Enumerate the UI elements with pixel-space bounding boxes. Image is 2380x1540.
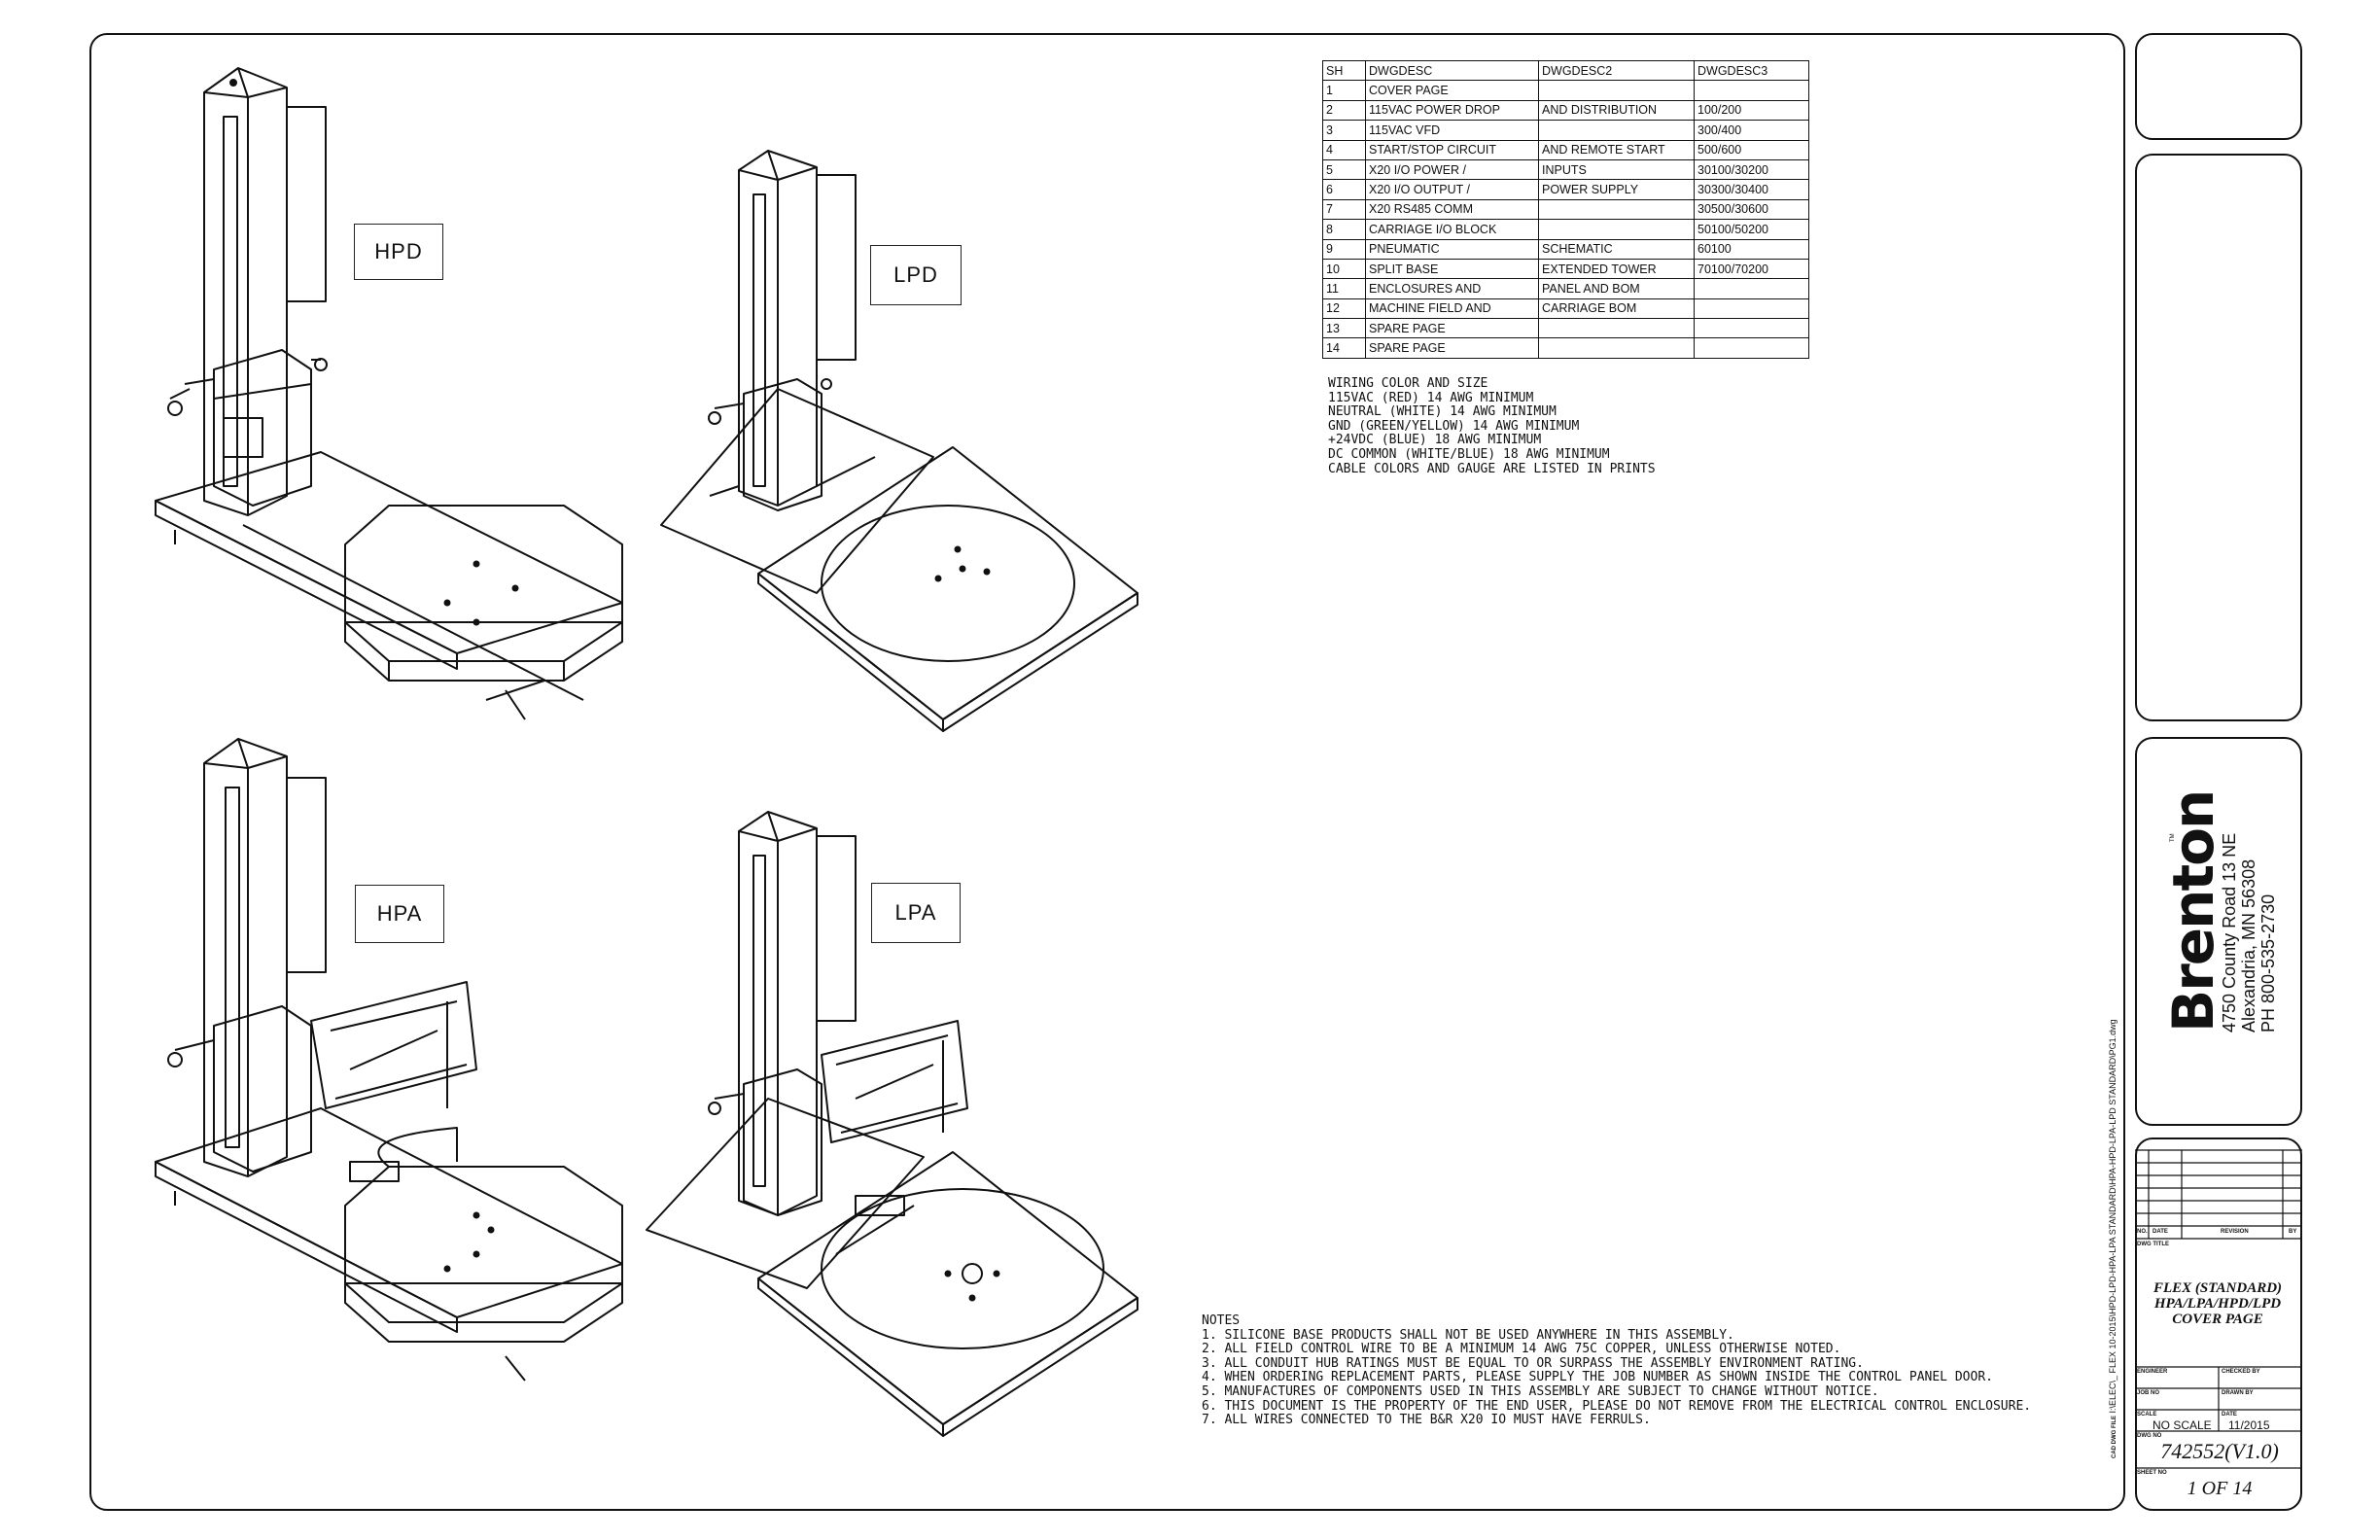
table-cell: X20 I/O POWER / [1365,158,1539,181]
table-cell: 300/400 [1694,120,1809,141]
revision-box [2135,1138,2302,1511]
job-no-label: JOB NO [2137,1390,2160,1396]
hpd-label: HPD [354,224,443,280]
title-block-blank-box [2135,154,2302,721]
drawing-title: FLEX (STANDARD) HPA/LPA/HPD/LPD COVER PA… [2135,1280,2300,1327]
col-header: DWGDESC [1365,59,1539,82]
table-cell: 115VAC VFD [1365,120,1539,141]
table-cell: X20 RS485 COMM [1365,198,1539,221]
title-line: COVER PAGE [2172,1312,2263,1327]
rev-date-header: DATE [2152,1229,2168,1235]
col-header: DWGDESC3 [1694,59,1809,82]
table-cell: SPARE PAGE [1365,337,1539,359]
drawn-by-label: DRAWN BY [2222,1390,2254,1396]
table-header-row: SH DWGDESC DWGDESC2 DWGDESC3 [1322,59,1809,82]
drawing-number: 742552(V1.0) [2160,1439,2279,1463]
date-label: DATE [2222,1412,2237,1418]
note-line: 1. SILICONE BASE PRODUCTS SHALL NOT BE U… [1202,1327,1734,1343]
table-cell: START/STOP CIRCUIT [1365,139,1539,160]
table-cell: 50100/50200 [1694,219,1809,240]
note-line: 3. ALL CONDUIT HUB RATINGS MUST BE EQUAL… [1202,1355,1864,1371]
hpa-label: HPA [355,885,444,943]
note-line: 4. WHEN ORDERING REPLACEMENT PARTS, PLEA… [1202,1370,1993,1385]
hpa-drawing [155,738,623,1382]
wiring-line: NEUTRAL (WHITE) 14 AWG MINIMUM [1328,404,1557,420]
wiring-line: GND (GREEN/YELLOW) 14 AWG MINIMUM [1328,418,1580,434]
title-line: HPA/LPA/HPD/LPD [2153,1296,2282,1312]
general-notes: NOTES 1. SILICONE BASE PRODUCTS SHALL NO… [1202,1313,2032,1428]
lpd-drawing [660,150,1138,732]
rev-revision-header: REVISION [2221,1229,2249,1235]
table-cell: 14 [1322,337,1366,359]
lpa-label: LPA [871,883,961,943]
title-block-top-box [2135,33,2302,140]
wiring-line: +24VDC (BLUE) 18 AWG MINIMUM [1328,433,1542,448]
table-cell: 500/600 [1694,139,1809,160]
hpd-drawing [155,67,623,720]
rev-by-header: BY [2289,1229,2297,1235]
drawing-border [89,33,2125,1511]
lpd-label: LPD [870,245,962,305]
sheet-number: 1 OF 14 [2187,1478,2253,1499]
table-cell: INPUTS [1538,158,1695,181]
wiring-line: WIRING COLOR AND SIZE [1328,376,1488,391]
checked-by-label: CHECKED BY [2222,1369,2260,1375]
table-cell: ENCLOSURES AND [1365,278,1539,299]
note-line: 7. ALL WIRES CONNECTED TO THE B&R X20 IO… [1202,1413,1651,1428]
rev-no-header: NO. [2137,1229,2148,1235]
sheet-no-label: SHEET NO [2137,1470,2167,1476]
scale-value: NO SCALE [2152,1418,2212,1432]
title-line: FLEX (STANDARD) [2152,1280,2283,1296]
wiring-notes: WIRING COLOR AND SIZE 115VAC (RED) 14 AW… [1328,376,1656,476]
note-line: 6. THIS DOCUMENT IS THE PROPERTY OF THE … [1202,1398,2032,1414]
note-line: 5. MANUFACTURES OF COMPONENTS USED IN TH… [1202,1383,1879,1399]
table-cell: 60100 [1694,238,1809,260]
note-line: 2. ALL FIELD CONTROL WIRE TO BE A MINIMU… [1202,1342,1841,1357]
company-box [2135,737,2302,1126]
table-cell: 30100/30200 [1694,158,1809,181]
dwg-no-label: DWG NO [2137,1433,2162,1439]
wiring-line: DC COMMON (WHITE/BLUE) 18 AWG MINIMUM [1328,446,1610,462]
wiring-line: 115VAC (RED) 14 AWG MINIMUM [1328,390,1534,405]
dwg-title-label: DWG TITLE [2137,1242,2169,1247]
engineer-label: ENGINEER [2137,1369,2168,1375]
table-cell: 115VAC POWER DROP [1365,99,1539,122]
date-value: 11/2015 [2228,1418,2270,1432]
scale-label: SCALE [2137,1412,2157,1418]
table-cell: 30300/30400 [1694,179,1809,200]
lpa-drawing [646,811,1138,1437]
table-cell [1694,337,1809,359]
table-cell: AND DISTRIBUTION [1538,99,1695,122]
table-cell: SPLIT BASE [1365,258,1539,280]
wiring-line: CABLE COLORS AND GAUGE ARE LISTED IN PRI… [1328,461,1656,476]
note-line: NOTES [1202,1313,1241,1328]
